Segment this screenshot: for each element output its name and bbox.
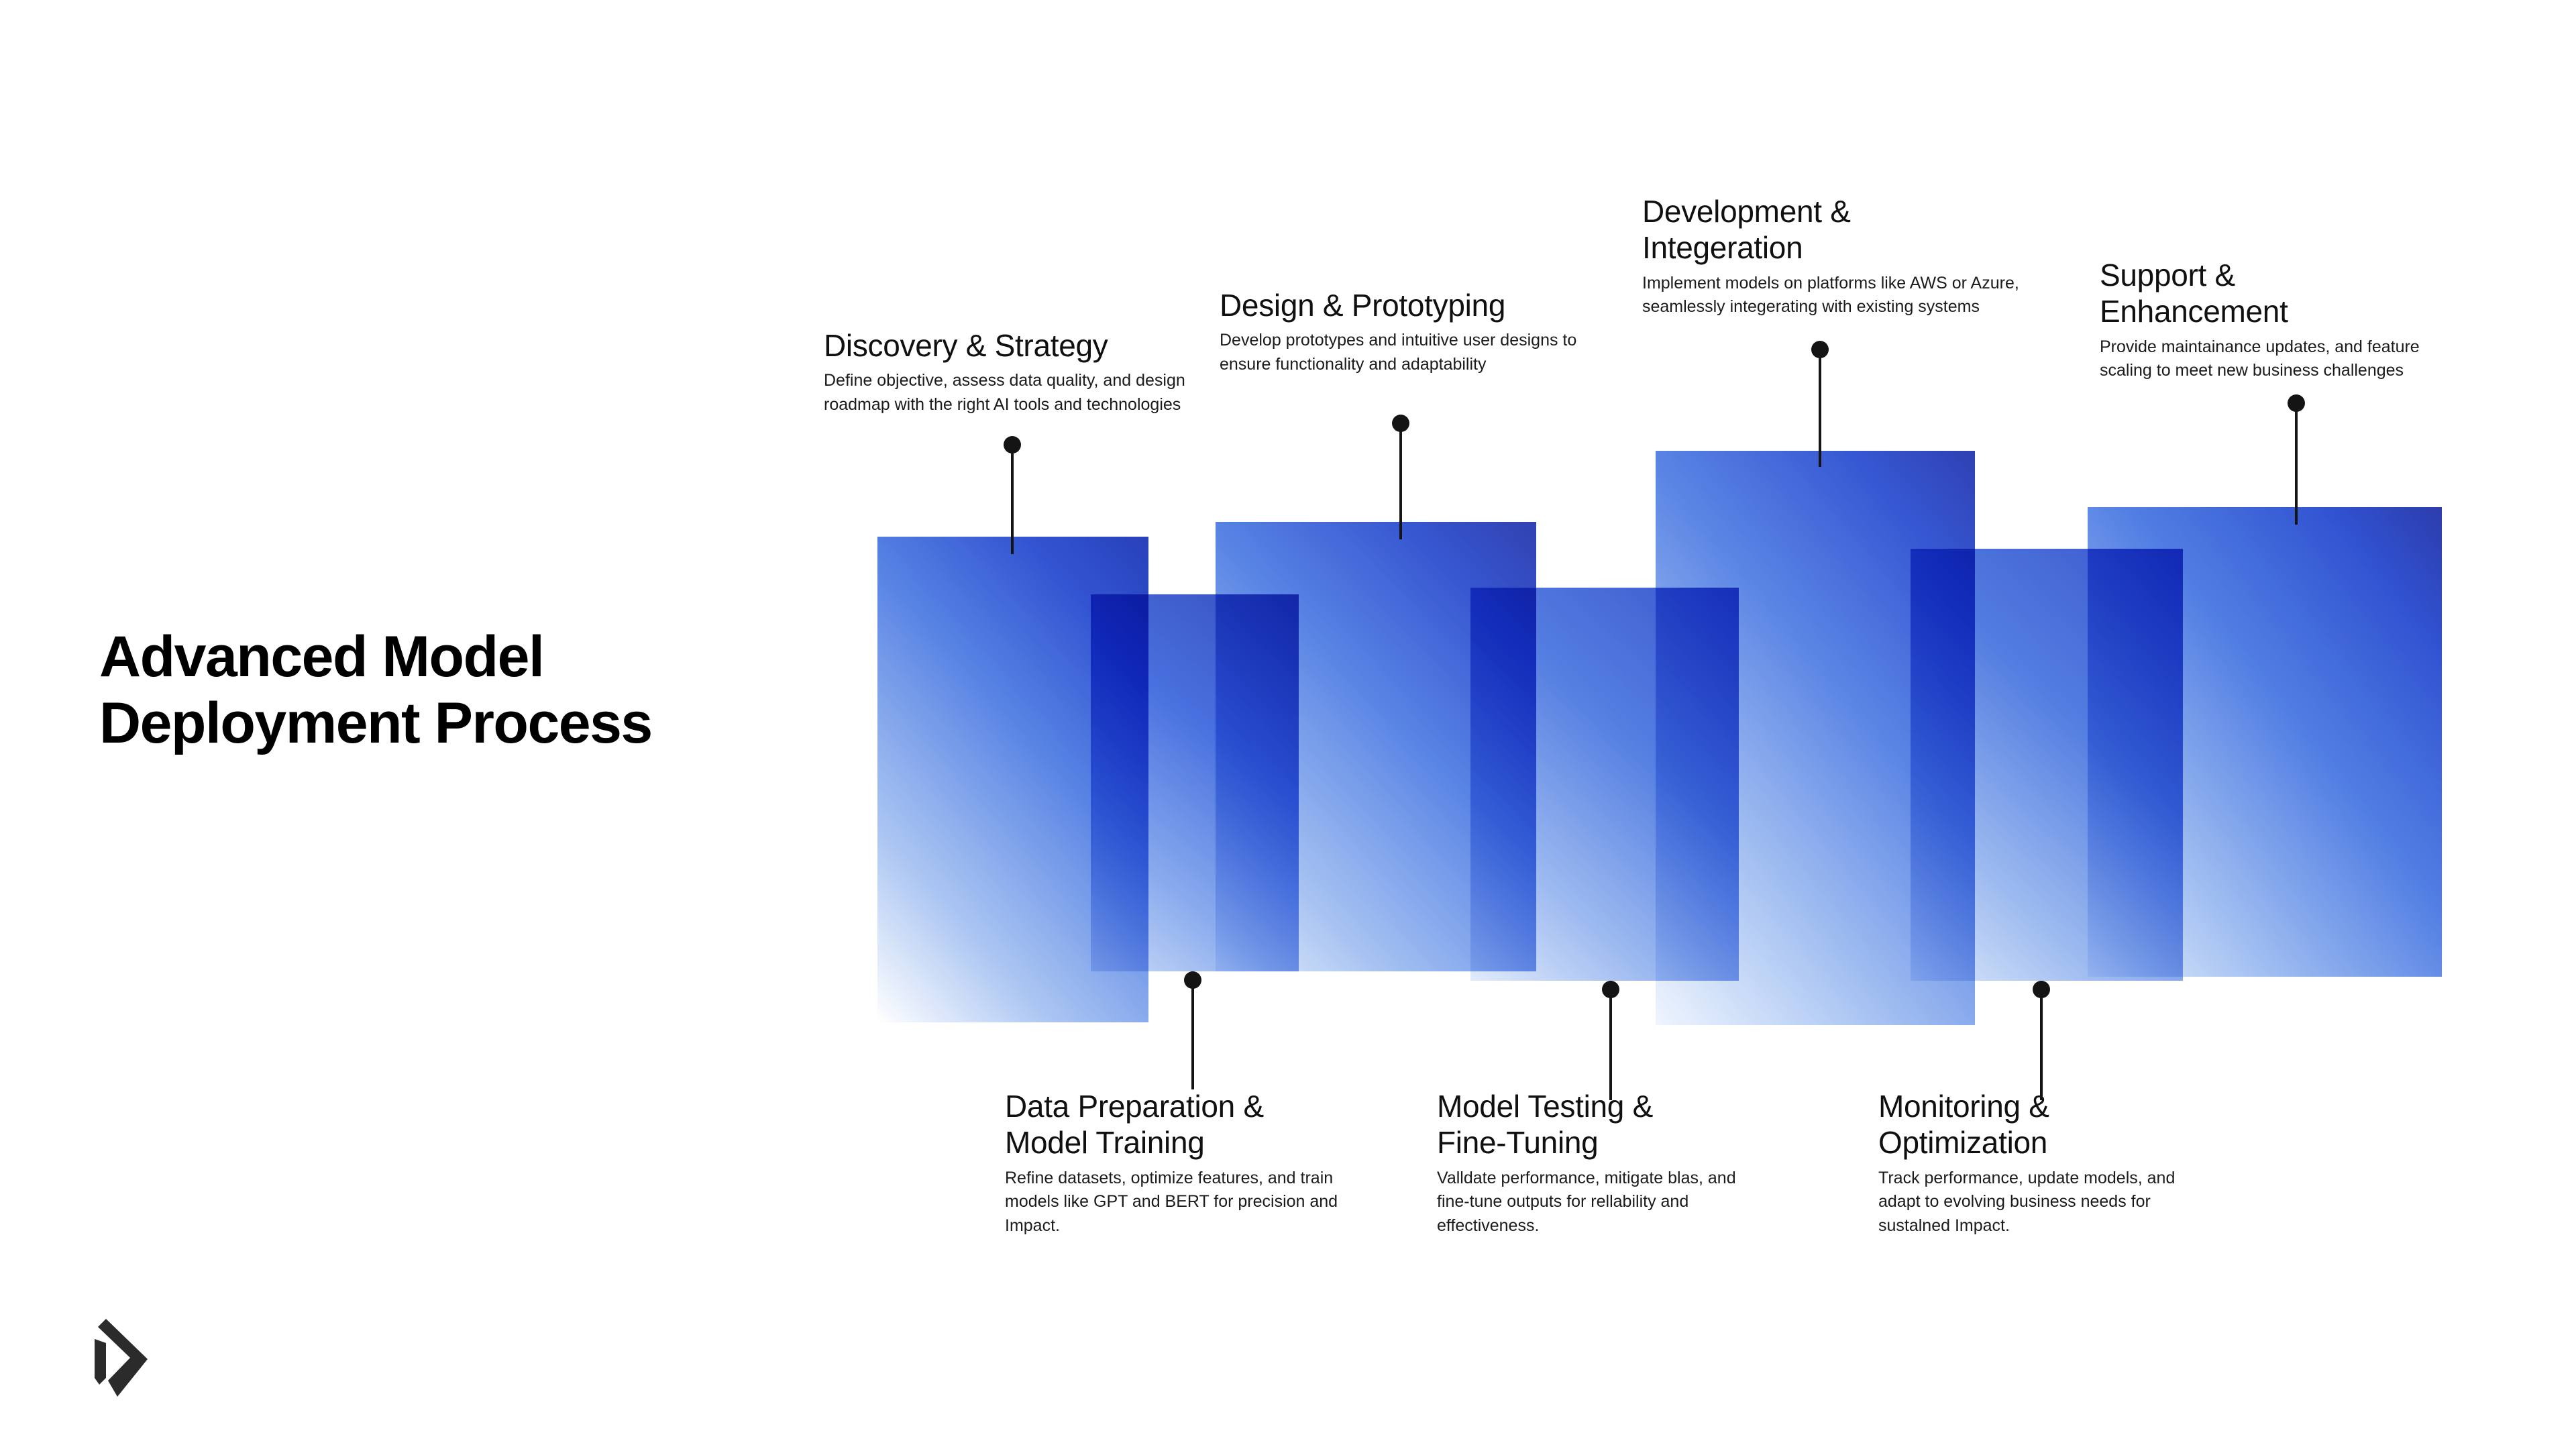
callout-step-1[interactable]: Discovery & Strategy Define objective, a… xyxy=(824,327,1199,417)
angular-d-mark-logo-icon xyxy=(86,1313,160,1402)
callout-step-2-body: Refine datasets, optimize features, and … xyxy=(1005,1168,1338,1235)
connector-stem xyxy=(1011,447,1014,554)
callout-step-2[interactable]: Data Preparation & Model Training Refine… xyxy=(1005,1088,1360,1238)
page-title-line-1: Advanced Model xyxy=(99,625,545,689)
callout-step-4-body: Valldate performance, mitigate blas, and… xyxy=(1437,1168,1736,1235)
callout-step-5-body: Implement models on platforms like AWS o… xyxy=(1642,273,2019,317)
connector-dot xyxy=(2033,981,2050,998)
bar-step-1 xyxy=(877,537,1148,1022)
connector-stem xyxy=(1609,981,1612,1100)
connector-stem xyxy=(1191,971,1194,1089)
callout-step-3-body: Develop prototypes and intuitive user de… xyxy=(1220,331,1577,374)
bar-step-7 xyxy=(2088,507,2442,977)
callout-step-3[interactable]: Design & Prototyping Develop prototypes … xyxy=(1220,287,1595,376)
callout-step-1-title: Discovery & Strategy xyxy=(824,328,1108,363)
connector-dot xyxy=(1004,436,1021,453)
bar-step-2 xyxy=(1091,594,1299,971)
connector-stem xyxy=(1399,425,1402,539)
connector-step-4 xyxy=(1602,981,1619,1103)
connector-step-5 xyxy=(1811,341,1829,467)
callout-step-6[interactable]: Monitoring & Optimization Track performa… xyxy=(1878,1088,2187,1238)
connector-stem xyxy=(2040,981,2043,1100)
callout-step-7-title: Support & Enhancement xyxy=(2100,258,2288,329)
callout-step-4[interactable]: Model Testing & Fine-Tuning Valldate per… xyxy=(1437,1088,1752,1238)
callout-step-6-title: Monitoring & Optimization xyxy=(1878,1089,2049,1161)
connector-step-1 xyxy=(1004,436,1021,554)
callout-step-4-title: Model Testing & Fine-Tuning xyxy=(1437,1089,1653,1161)
bar-step-5 xyxy=(1656,451,1975,1025)
connector-dot xyxy=(1811,341,1829,358)
connector-step-3 xyxy=(1392,415,1409,539)
connector-step-6 xyxy=(2033,981,2050,1103)
connector-step-2 xyxy=(1184,971,1201,1092)
callout-step-3-title: Design & Prototyping xyxy=(1220,288,1506,323)
connector-dot xyxy=(1602,981,1619,998)
connector-dot xyxy=(1184,971,1201,989)
callout-step-2-title: Data Preparation & Model Training xyxy=(1005,1089,1264,1161)
callout-step-1-body: Define objective, assess data quality, a… xyxy=(824,371,1185,414)
callout-step-6-body: Track performance, update models, and ad… xyxy=(1878,1168,2176,1235)
callout-step-7[interactable]: Support & Enhancement Provide maintainan… xyxy=(2100,257,2469,383)
bar-step-6 xyxy=(1911,549,2183,981)
callout-step-5[interactable]: Development & Integeration Implement mod… xyxy=(1642,193,2078,319)
page-title-line-2: Deployment Process xyxy=(99,690,653,755)
bar-step-3 xyxy=(1216,522,1536,971)
callout-step-7-body: Provide maintainance updates, and featur… xyxy=(2100,337,2420,380)
page-title: Advanced Model Deployment Process xyxy=(99,624,837,757)
connector-step-7 xyxy=(2288,394,2305,525)
connector-dot xyxy=(1392,415,1409,432)
callout-step-5-title: Development & Integeration xyxy=(1642,194,1851,266)
connector-stem xyxy=(2295,405,2298,525)
bar-step-4 xyxy=(1470,588,1739,981)
connector-stem xyxy=(1819,352,1821,467)
connector-dot xyxy=(2288,394,2305,412)
